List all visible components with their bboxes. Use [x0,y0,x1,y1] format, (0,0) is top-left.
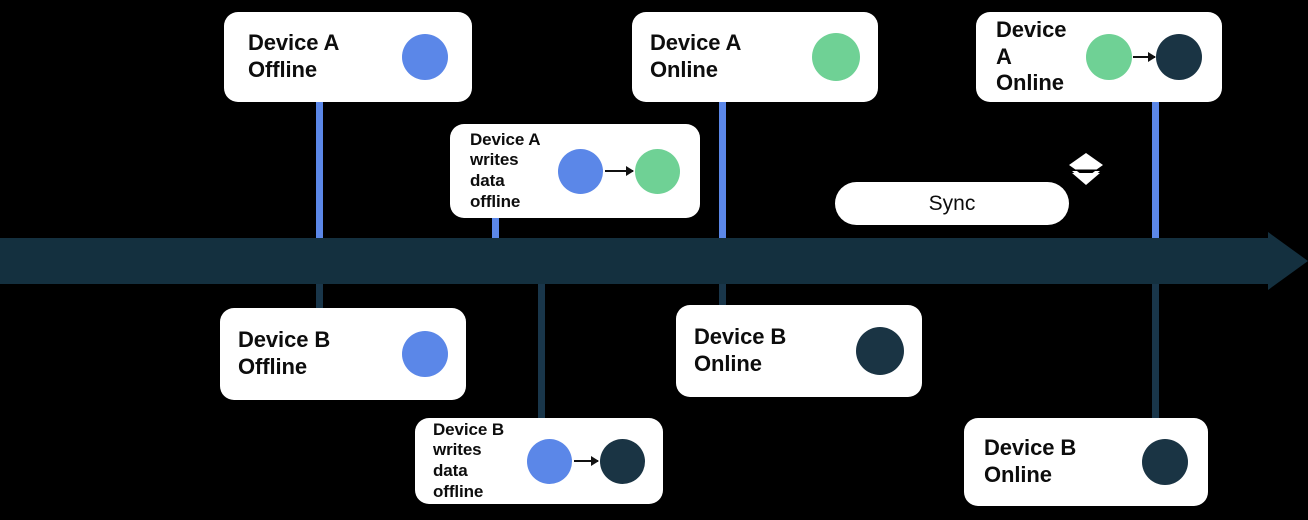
status-dot-dark-icon [1156,34,1202,80]
connector-a-online-2 [1152,102,1159,242]
arrow-right-icon [574,456,599,466]
layers-icon [1069,153,1103,185]
card-device-b-offline[interactable]: Device B Offline [220,308,466,400]
status-dot-blue-icon [527,438,572,484]
card-device-b-online-first[interactable]: Device B Online [676,305,922,397]
card-label: Device A Online [996,16,1067,96]
connector-b-writes-offline [538,280,545,420]
card-device-b-writes-offline[interactable]: Device B writes data offline [415,418,663,504]
card-status-visual [812,33,860,81]
status-dot-dark-icon [856,327,904,375]
connector-b-online-1 [719,280,726,308]
card-label: Device A Offline [248,30,340,82]
status-dot-blue-icon [402,331,448,377]
card-status-visual [402,34,448,80]
card-status-visual [856,327,904,375]
connector-a-offline [316,102,323,242]
status-dot-blue-icon [402,34,448,80]
connector-b-online-2 [1152,280,1159,422]
connector-a-writes-offline [492,218,499,242]
connector-b-offline [316,280,323,310]
card-label: Device B Online [984,435,1077,487]
status-dot-green-icon [812,33,860,81]
card-label: Device A writes data offline [470,129,541,211]
card-label: Device A Online [650,30,742,82]
card-transition-visual [1086,34,1202,80]
status-dot-green-icon [635,148,680,194]
card-transition-visual [558,148,680,194]
card-device-b-online-synced[interactable]: Device B Online [964,418,1208,506]
status-dot-blue-icon [558,148,603,194]
sync-label: Sync [928,191,976,215]
connector-a-online-1 [719,102,726,242]
card-status-visual [1142,439,1188,485]
status-dot-green-icon [1086,34,1132,80]
card-label: Device B writes data offline [433,419,505,501]
card-label: Device B Online [694,324,787,376]
card-device-a-online-first[interactable]: Device A Online [632,12,878,102]
card-label: Device B Offline [238,327,331,379]
status-dot-dark-icon [1142,439,1188,485]
card-device-a-offline[interactable]: Device A Offline [224,12,472,102]
card-status-visual [402,331,448,377]
card-device-a-online-sync[interactable]: Device A Online [976,12,1222,102]
arrow-right-icon [605,166,634,176]
card-device-a-writes-offline[interactable]: Device A writes data offline [450,124,700,218]
card-transition-visual [527,438,645,484]
status-dot-dark-icon [600,438,645,484]
timeline-arrowhead [1268,232,1308,290]
sync-button[interactable]: Sync [835,182,1069,225]
timeline-bar [0,238,1275,284]
arrow-right-icon [1133,52,1156,62]
